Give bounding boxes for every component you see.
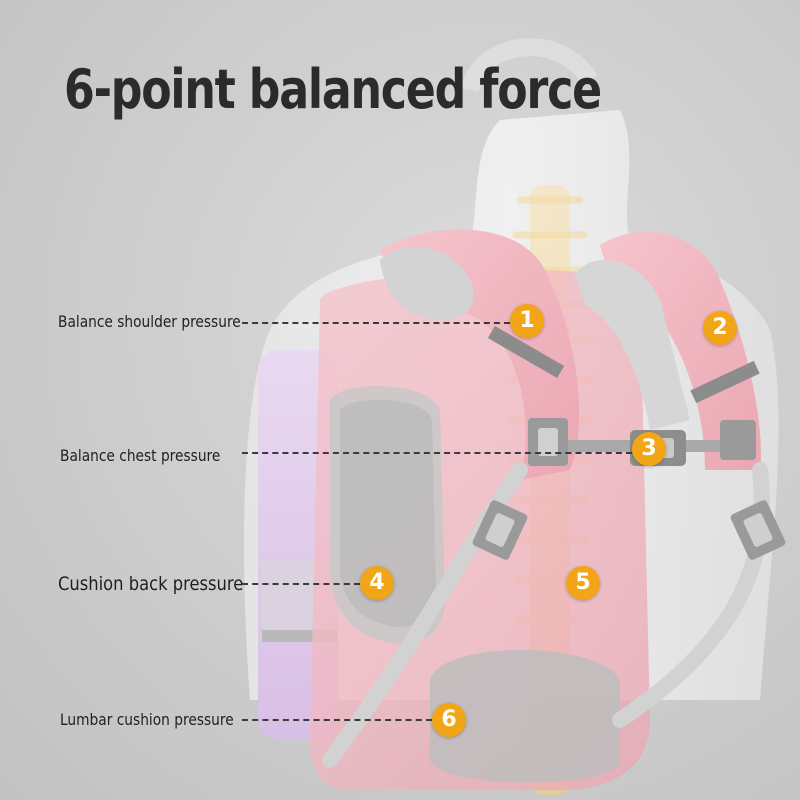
point-badge-6: 6	[432, 703, 466, 737]
point-badge-1: 1	[510, 304, 544, 338]
point-badge-4: 4	[360, 566, 394, 600]
strap-adjuster-left	[472, 500, 528, 560]
leader-line-6	[242, 719, 432, 721]
leader-line-3	[242, 452, 632, 454]
point-badge-5: 5	[566, 566, 600, 600]
leader-line-4	[242, 583, 360, 585]
lumbar-cushion	[430, 650, 620, 783]
leader-line-1	[242, 322, 510, 324]
label-shoulder-pressure: Balance shoulder pressure	[58, 312, 241, 331]
label-back-pressure: Cushion back pressure	[58, 573, 244, 595]
strap-adjuster-right	[730, 500, 786, 560]
point-badge-2: 2	[703, 311, 737, 345]
label-chest-pressure: Balance chest pressure	[60, 446, 221, 465]
point-badge-3: 3	[632, 432, 666, 466]
headline: 6-point balanced force	[64, 58, 602, 121]
label-lumbar-pressure: Lumbar cushion pressure	[60, 710, 234, 729]
